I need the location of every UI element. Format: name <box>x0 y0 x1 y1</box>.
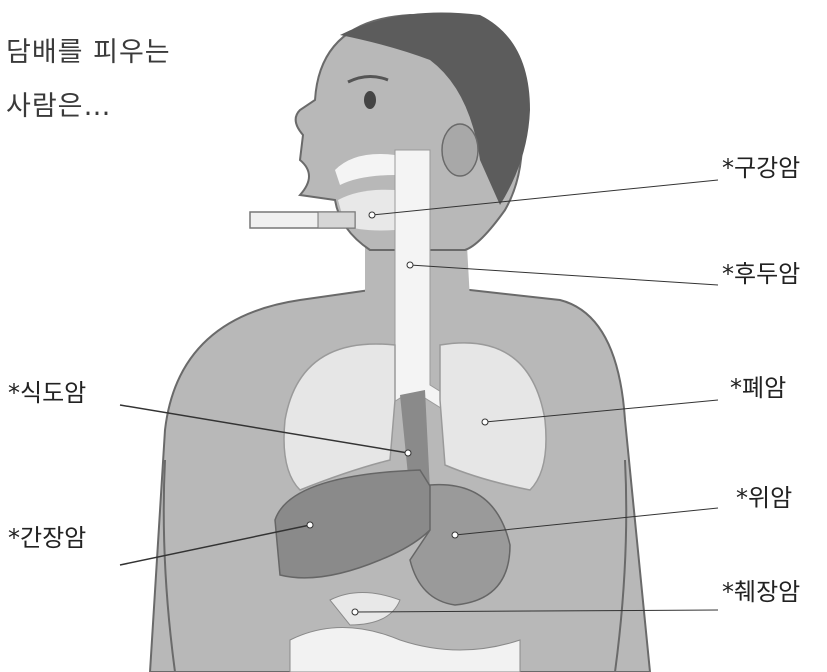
cigarette-filter <box>318 212 355 228</box>
label-stomach-cancer: *위암 <box>736 478 792 513</box>
label-oral-cancer: *구강암 <box>722 148 800 183</box>
intro-line-1: 담배를 피우는 <box>6 30 171 69</box>
ear <box>442 124 478 176</box>
label-lung-cancer: *폐암 <box>730 368 786 403</box>
eye <box>364 91 376 109</box>
label-larynx-cancer: *후두암 <box>722 254 800 289</box>
label-esophagus-cancer: *식도암 <box>8 373 86 408</box>
label-liver-cancer: *간장암 <box>8 518 86 553</box>
intro-line-2: 사람은… <box>6 84 112 123</box>
label-pancreas-cancer: *췌장암 <box>722 572 800 607</box>
